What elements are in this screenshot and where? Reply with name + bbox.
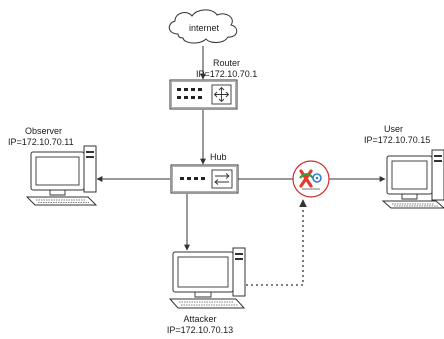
observer-ip-label: IP=172.10.70.11 [8,137,74,147]
router-device [169,79,238,110]
attacker-name-label: Attacker [183,314,217,324]
user-name-label: User [384,124,404,134]
router-ip-label: IP=172.10.70.1 [196,69,258,79]
user-computer [381,149,444,209]
internet-cloud [168,9,238,44]
attacker-computer [168,247,246,309]
user-ip-label: IP=172.10.70.15 [364,135,431,145]
observer-name-label: Observer [25,126,63,136]
attacker-ip-label: IP=172.10.70.13 [166,325,234,335]
internet-label: internet [188,23,220,33]
attack-node [292,160,330,198]
observer-computer [25,145,98,206]
link-attacker-attack [236,199,307,286]
hub-name-label: Hub [210,152,227,162]
router-name-label: Router [213,58,241,68]
hub-device [170,164,239,194]
